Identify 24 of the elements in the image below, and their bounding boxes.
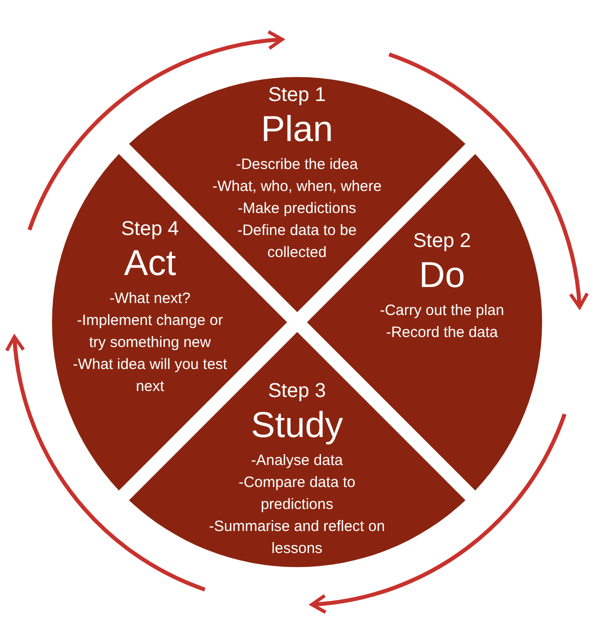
bullet-text: -Make predictions [238, 199, 356, 219]
step-number: Step 4 [121, 216, 179, 242]
bullet-text: -Define data to be collected [236, 221, 358, 263]
cycle-arrow [6, 335, 206, 592]
bullet-text: -Carry out the plan [380, 300, 504, 321]
bullet-text: -What next? [110, 288, 190, 309]
step-title: Study [250, 404, 344, 446]
step-title: Plan [260, 108, 334, 150]
step-number: Step 1 [268, 83, 326, 108]
bullet-text: -Record the data [386, 322, 498, 343]
step-title: Act [124, 242, 176, 284]
cycle-arrow [310, 413, 566, 614]
bullet-text: -Implement change or try something new [76, 310, 224, 353]
step-title: Do [418, 254, 465, 296]
step-number: Step 2 [413, 228, 471, 254]
bullet-text: -Summarise and reflect on lessons [208, 516, 386, 559]
bullet-text: -Analyse data [251, 450, 343, 471]
cycle-arrow [388, 52, 588, 309]
cycle-arrow [28, 30, 284, 231]
step-number: Step 3 [268, 378, 326, 404]
bullet-text: -Describe the idea [236, 155, 358, 175]
bullet-text: -What idea will you test next [72, 354, 228, 397]
bullet-text: -Compare data to predictions [238, 472, 356, 515]
bullet-text: -What, who, when, where [212, 177, 382, 197]
